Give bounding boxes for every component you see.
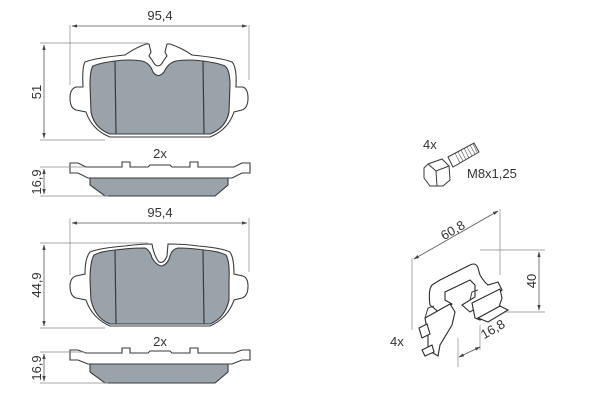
pad-bottom-quantity-label: 2x — [153, 334, 167, 349]
pad-top-quantity-label: 2x — [153, 146, 167, 161]
pad-top-width-label: 95,4 — [147, 8, 172, 23]
hex-head-icon — [423, 158, 451, 187]
pad-bottom-height-label: 44,9 — [29, 272, 44, 297]
bolt-thread-label: M8x1,25 — [467, 166, 517, 181]
thread-icon — [454, 143, 478, 164]
bolt-drawing: 4x M8x1,25 — [423, 137, 517, 187]
pad-bottom-width-label: 95,4 — [147, 205, 172, 220]
pad-top-side-view: 2x 16,9 — [29, 146, 251, 197]
friction-material — [89, 59, 231, 135]
pad-bottom-side-view: 2x 16,9 — [29, 334, 251, 384]
pad-bottom-thickness-label: 16,9 — [29, 355, 44, 380]
pad-top-height-label: 51 — [29, 85, 44, 99]
clip-quantity-label: 4x — [390, 334, 404, 349]
pad-bottom-front-view: 95,4 44,9 — [29, 205, 250, 329]
pad-top-front-view: 95,4 51 — [29, 8, 250, 141]
clip-drawing: 60,8 40 16,8 4x — [390, 209, 545, 367]
clip-length-label: 60,8 — [438, 217, 467, 243]
bolt-quantity-label: 4x — [423, 137, 437, 152]
pad-top-thickness-label: 16,9 — [29, 169, 44, 194]
clip-height-label: 40 — [524, 274, 539, 288]
